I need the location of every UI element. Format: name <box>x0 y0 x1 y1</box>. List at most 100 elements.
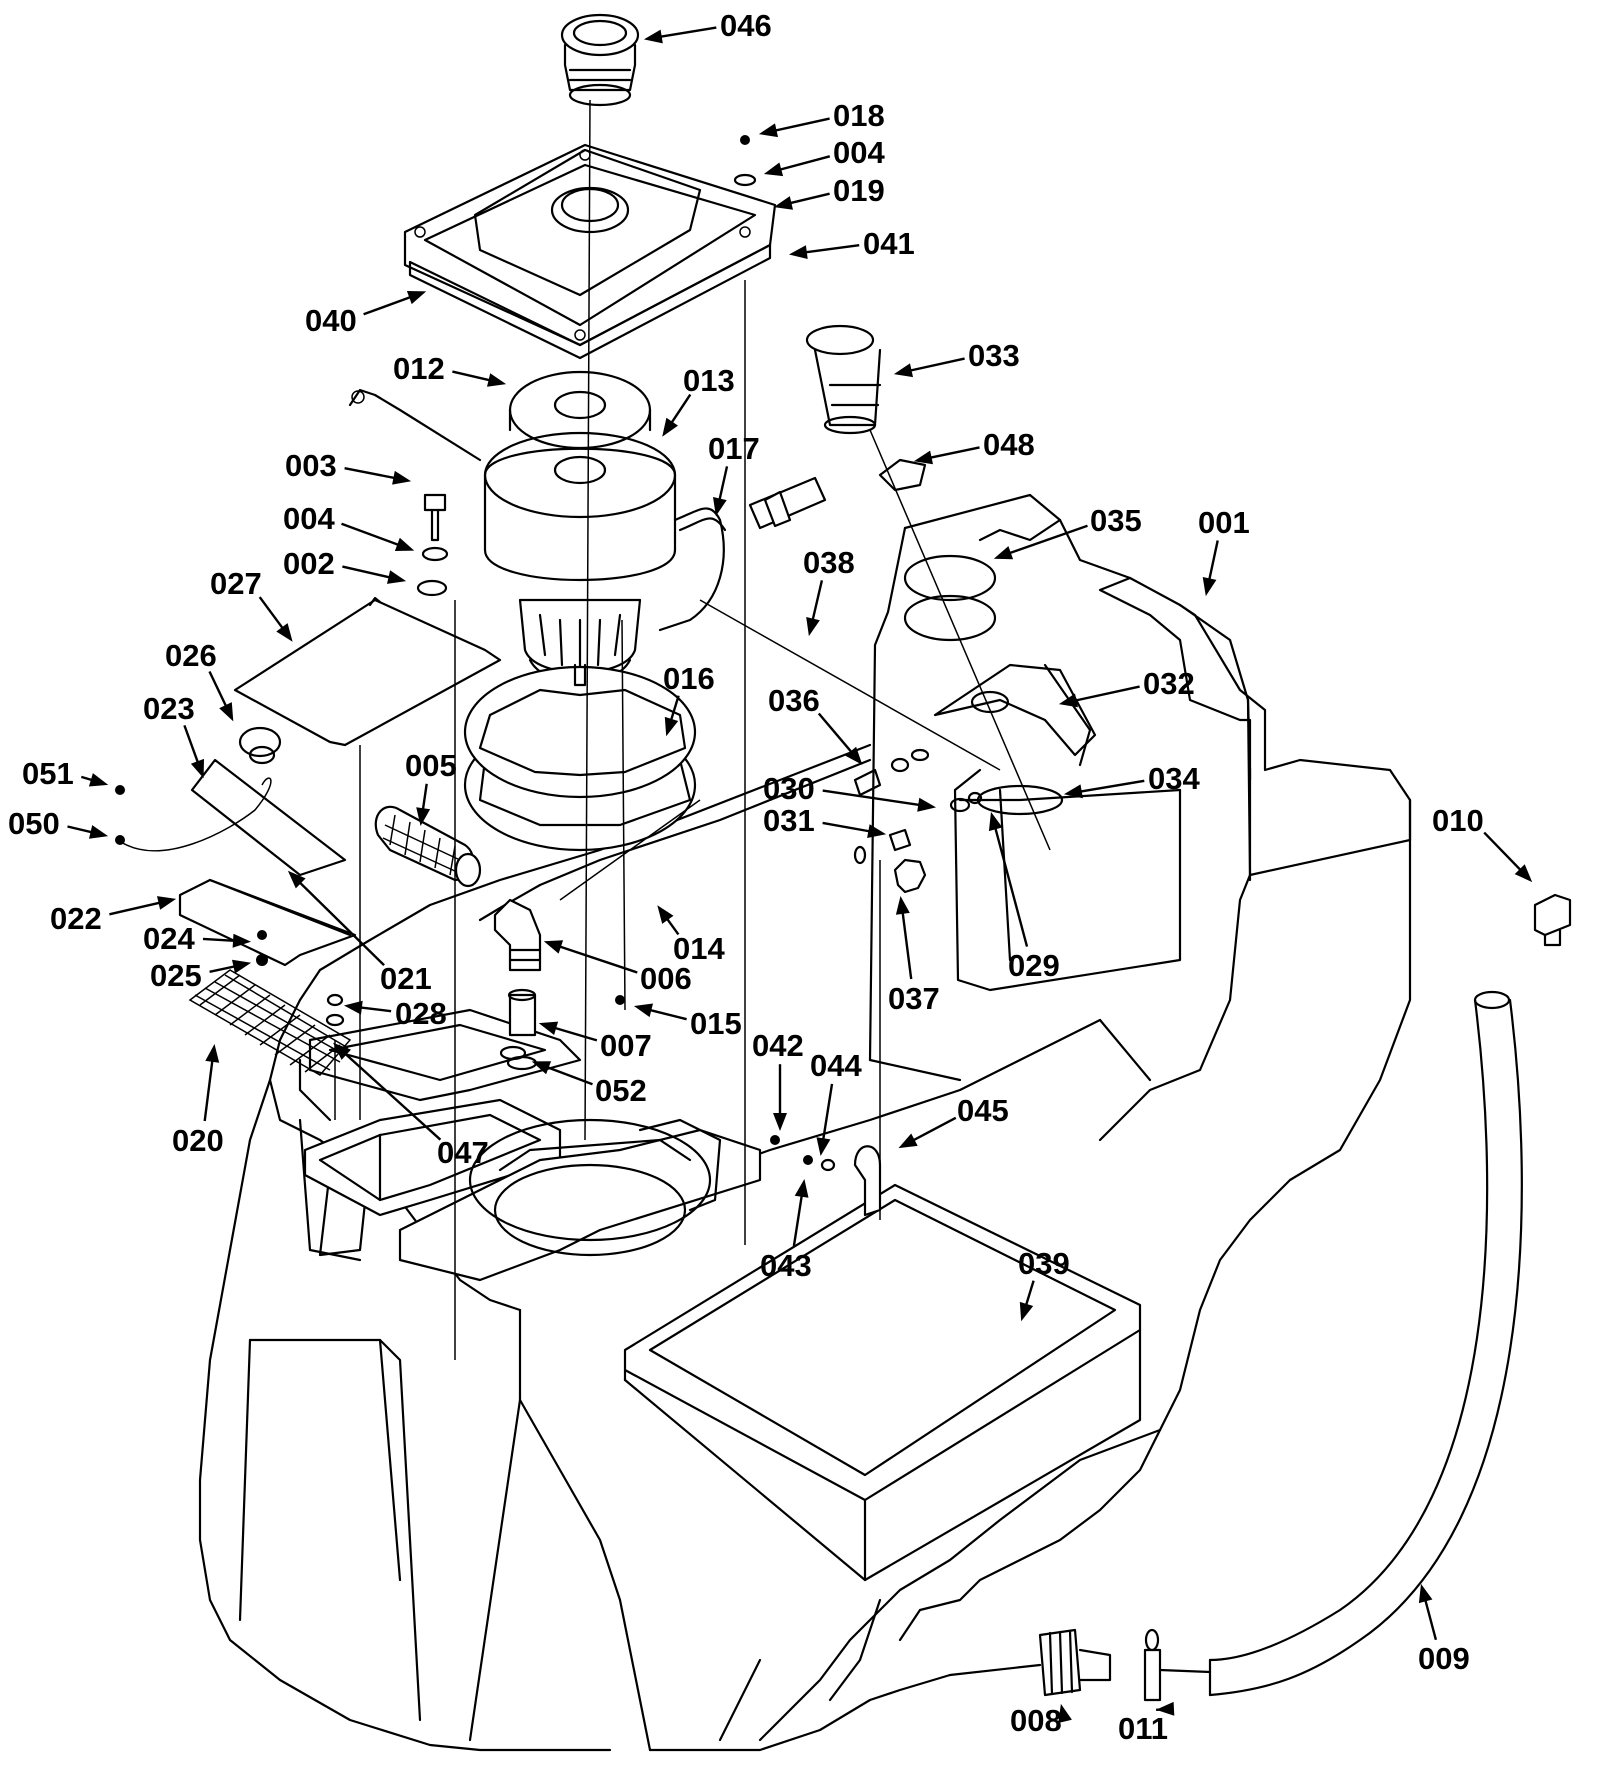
part-label-039: 039 <box>1018 1246 1070 1281</box>
arrowhead-009 <box>1418 1583 1433 1604</box>
leader-line-047 <box>339 1048 442 1141</box>
arrowhead-028 <box>344 1000 363 1015</box>
part-label-022: 022 <box>50 901 102 936</box>
leader-line-032 <box>1068 685 1140 704</box>
part-label-011: 011 <box>1118 1711 1168 1746</box>
leader-line-030 <box>822 789 927 808</box>
arrowhead-006 <box>543 940 564 954</box>
part-label-047: 047 <box>437 1135 489 1170</box>
arrowhead-024 <box>232 933 251 948</box>
leader-line-043 <box>792 1188 804 1247</box>
arrowhead-014 <box>657 905 674 924</box>
vent-010 <box>1533 893 1572 947</box>
arrowhead-016 <box>664 716 679 737</box>
arrowhead-032 <box>1058 693 1078 708</box>
leader-line-044 <box>821 1083 834 1147</box>
arrowhead-029 <box>988 811 1003 832</box>
part-label-027: 027 <box>210 566 262 601</box>
part-label-051: 051 <box>22 756 74 791</box>
filler-neck-033 <box>805 324 882 435</box>
leader-line-002 <box>342 565 397 581</box>
arrowhead-004 <box>763 162 784 177</box>
part-label-044: 044 <box>810 1048 862 1083</box>
part-label-008: 008 <box>1010 1703 1062 1738</box>
leader-line-022 <box>109 900 167 916</box>
part-label-015: 015 <box>690 1006 742 1041</box>
arrowhead-022 <box>157 896 177 910</box>
part-label-037: 037 <box>888 981 940 1016</box>
part-label-036: 036 <box>768 683 820 718</box>
leader-line-020 <box>203 1053 215 1122</box>
leader-line-041 <box>798 244 860 255</box>
arrowhead-015 <box>633 1003 653 1018</box>
part-label-023: 023 <box>143 691 195 726</box>
part-label-005: 005 <box>405 748 457 783</box>
leader-line-029 <box>992 821 1029 947</box>
arrowhead-048 <box>913 450 933 465</box>
cover-plate-027 <box>233 596 502 747</box>
arrowhead-013 <box>662 417 678 437</box>
gasket-034 <box>976 784 1064 816</box>
part-label-052: 052 <box>595 1073 647 1108</box>
part-label-043: 043 <box>760 1248 812 1283</box>
nut-048 <box>878 458 927 492</box>
part-label-033: 033 <box>968 338 1020 373</box>
bracket-032 <box>933 663 1097 767</box>
leader-line-036 <box>817 712 857 759</box>
arrowhead-043 <box>794 1179 809 1198</box>
part-label-019: 019 <box>833 173 885 208</box>
part-label-025: 025 <box>150 958 202 993</box>
leader-line-045 <box>906 1116 957 1145</box>
part-label-009: 009 <box>1418 1641 1470 1676</box>
arrowhead-003 <box>392 470 412 485</box>
part-label-002: 002 <box>283 546 335 581</box>
arrowhead-052 <box>531 1061 552 1075</box>
arrowhead-038 <box>806 617 820 637</box>
arrowhead-044 <box>816 1137 831 1156</box>
part-label-048: 048 <box>983 427 1035 462</box>
gasket-plates <box>463 663 697 852</box>
part-label-018: 018 <box>833 98 885 133</box>
part-label-007: 007 <box>600 1028 652 1063</box>
arrowhead-034 <box>1063 784 1083 799</box>
part-label-041: 041 <box>863 226 915 261</box>
part-label-020: 020 <box>172 1123 224 1158</box>
elbow-006 <box>493 898 542 972</box>
leader-line-048 <box>923 446 980 461</box>
arrowhead-002 <box>387 570 407 584</box>
leader-line-004 <box>341 522 406 549</box>
arrowhead-030 <box>917 797 936 812</box>
arrowhead-035 <box>993 546 1014 560</box>
arrowhead-050 <box>89 825 109 839</box>
leader-line-034 <box>1073 779 1145 794</box>
arrowhead-027 <box>276 623 293 642</box>
arrowhead-020 <box>205 1044 220 1063</box>
clip-045 <box>853 1145 882 1217</box>
arrowhead-046 <box>643 29 663 44</box>
part-label-035: 035 <box>1090 503 1142 538</box>
arrowhead-051 <box>88 773 109 787</box>
leader-arrows <box>67 26 1533 1723</box>
assembly-axis-lines <box>334 99 1051 1360</box>
arrowhead-031 <box>867 824 887 838</box>
mesh-screen-020 <box>188 969 352 1076</box>
leader-line-007 <box>548 1024 598 1042</box>
arrowhead-023 <box>190 758 204 779</box>
part-label-013: 013 <box>683 363 735 398</box>
part-label-003: 003 <box>285 448 337 483</box>
arrowhead-010 <box>1514 864 1533 883</box>
leader-line-010 <box>1483 831 1527 876</box>
arrowhead-040 <box>406 291 427 305</box>
part-label-001: 001 <box>1198 505 1250 540</box>
motor-assembly <box>348 370 827 684</box>
arrowhead-005 <box>416 807 431 826</box>
part-label-012: 012 <box>393 351 445 386</box>
rings-035 <box>903 554 997 642</box>
part-label-045: 045 <box>957 1093 1009 1128</box>
arrowhead-037 <box>895 896 910 915</box>
leader-line-037 <box>900 905 913 980</box>
part-label-042: 042 <box>752 1028 804 1063</box>
part-label-014: 014 <box>673 931 725 966</box>
